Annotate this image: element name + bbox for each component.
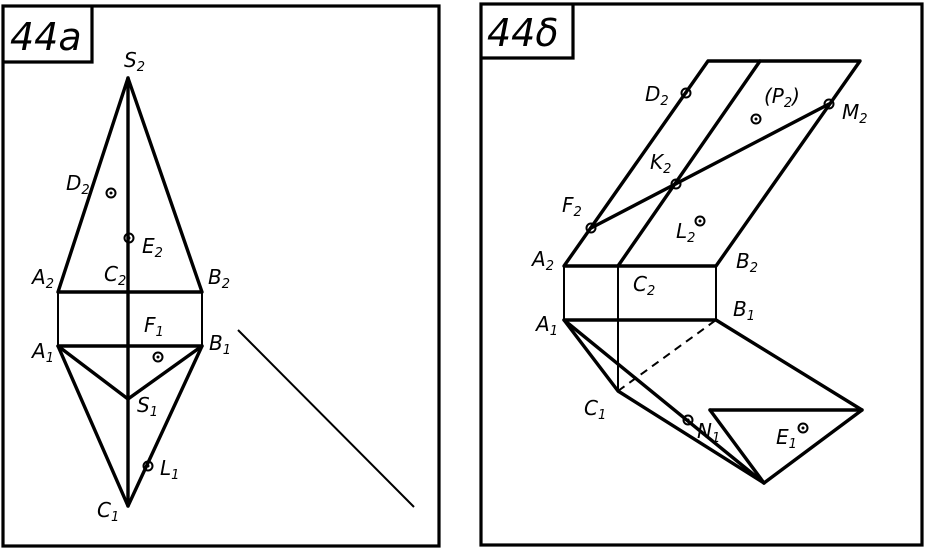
label-a1-right: A1 [534, 312, 558, 339]
label-b2: B2 [208, 265, 230, 292]
point-f2 [585, 222, 597, 234]
label-c2-right: C2 [633, 272, 655, 299]
label-n1: N1 [697, 419, 720, 446]
label-b1: B1 [209, 331, 231, 358]
constant-line [237, 329, 415, 508]
label-b2-right: B2 [736, 249, 758, 276]
horizontal-base-triangle [56, 344, 204, 508]
label-e1: E1 [776, 425, 797, 452]
frontal-prism-outline [562, 59, 862, 268]
point-l1 [142, 460, 154, 472]
label-m2: M2 [842, 100, 868, 127]
pyramid-edges-to-s1 [56, 344, 204, 401]
horizontal-outline [562, 318, 864, 485]
label-d2-right: D2 [645, 82, 669, 109]
label-c2: C2 [104, 262, 126, 289]
hidden-edge [617, 319, 717, 392]
horizontal-diagonal-edge [562, 318, 766, 485]
left-frame [1, 4, 441, 548]
label-a2-right: A2 [530, 247, 554, 274]
point-d2 [105, 187, 117, 199]
label-l1: L1 [160, 456, 179, 483]
point-k2 [670, 178, 682, 190]
point-e1 [797, 422, 809, 434]
frontal-middle-edge [616, 59, 762, 268]
label-a1: A1 [30, 339, 54, 366]
right-title-box [481, 4, 575, 60]
label-f2: F2 [562, 193, 582, 220]
right-frame [479, 2, 924, 547]
label-e2: E2 [142, 234, 163, 261]
label-f1: F1 [144, 313, 164, 340]
label-s2: S2 [124, 48, 145, 75]
left-title-box [3, 6, 94, 64]
label-c1-right: C1 [584, 396, 606, 423]
label-p2: (P2) [764, 84, 800, 111]
label-b1-right: B1 [733, 297, 755, 324]
point-l2 [694, 215, 706, 227]
frontal-triangle [56, 76, 204, 294]
label-a2: A2 [30, 265, 54, 292]
horizontal-inner-slant [708, 408, 766, 485]
point-p2 [750, 113, 762, 125]
right-panel: 44δ D2 (P2) M2 K2 F2 L2 A2 C2 B2 A1 [479, 2, 924, 547]
left-title: 44a [10, 15, 82, 59]
point-n1 [682, 414, 694, 426]
point-d2-right [680, 87, 692, 99]
point-f1 [152, 351, 164, 363]
line-f2-m2 [589, 102, 831, 230]
label-c1: C1 [97, 498, 119, 525]
label-k2: K2 [650, 150, 671, 177]
label-l2: L2 [676, 219, 695, 246]
label-d2: D2 [66, 171, 90, 198]
point-e2 [123, 232, 135, 244]
label-s1: S1 [137, 393, 158, 420]
left-panel: 44a S2 D2 E2 A2 C2 B2 F1 A1 B1 S1 L1 C1 [1, 4, 441, 548]
right-title: 44δ [487, 11, 559, 55]
point-m2 [823, 98, 835, 110]
